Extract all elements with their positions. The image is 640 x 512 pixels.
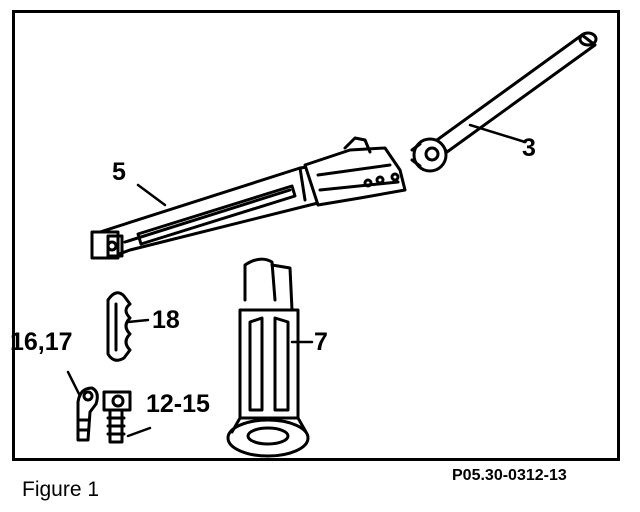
leader-line-12-15	[126, 426, 152, 438]
handle-rod-part	[410, 31, 598, 173]
callout-12-15: 12-15	[146, 390, 210, 418]
leader-line-5	[136, 183, 167, 207]
callout-5: 5	[112, 158, 126, 186]
leader-line-18	[126, 318, 150, 324]
jack-body-part	[90, 136, 407, 260]
callout-7: 7	[314, 328, 328, 356]
clip-part	[106, 291, 132, 362]
leader-line-3	[468, 123, 527, 144]
pin-b-part	[102, 390, 132, 444]
jack-stand-part	[226, 257, 310, 458]
callout-3: 3	[522, 134, 536, 162]
pin-a-part	[76, 386, 99, 442]
leader-line-16-17	[66, 370, 82, 398]
figure-caption: Figure 1	[22, 478, 100, 501]
figure-reference-code: P05.30-0312-13	[452, 467, 567, 484]
callout-16-17: 16,17	[10, 328, 73, 356]
figure-frame	[12, 10, 620, 461]
callout-18: 18	[152, 306, 180, 334]
